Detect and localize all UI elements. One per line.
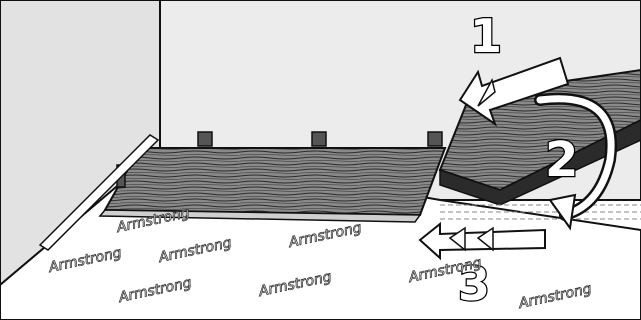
step-3-arrow (418, 221, 546, 261)
installed-planks (98, 147, 447, 223)
step-2-arrow (534, 92, 618, 231)
step-1-label: 1 (470, 9, 502, 63)
step-1-arrow (458, 56, 570, 127)
edge-strip (38, 134, 160, 251)
step-2-label: 2 (545, 132, 578, 188)
next-row-guide (440, 204, 641, 220)
step-3-label: 3 (458, 257, 490, 311)
